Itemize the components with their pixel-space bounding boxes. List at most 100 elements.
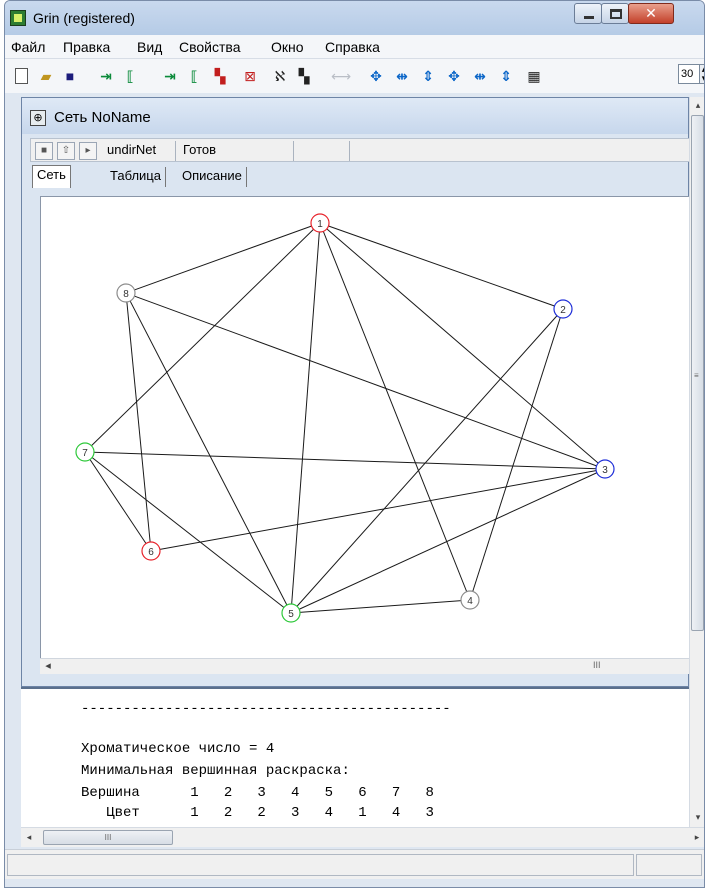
add-edge-icon[interactable]: ⟦ (126, 68, 134, 84)
graph-edge-1-3[interactable] (319, 222, 606, 470)
graph-canvas[interactable]: 1 2 3 4 5 6 7 8 (40, 196, 690, 671)
network-status-label: Готов (183, 142, 217, 157)
play-icon[interactable]: ▸ (79, 142, 97, 160)
graph-edge-1-5[interactable] (290, 222, 321, 614)
chromatic-number-line: Хроматическое число = 4 (81, 741, 275, 757)
canvas-horizontal-scrollbar[interactable]: ◂ III (40, 658, 690, 674)
scroll-down-icon[interactable]: ▾ (695, 812, 701, 822)
graph-edge-3-5[interactable] (290, 468, 606, 614)
fit-icon[interactable]: ⟷ (331, 68, 352, 84)
menu-window[interactable]: Окно (271, 39, 304, 55)
graph-node-circle[interactable] (116, 283, 136, 303)
graph-edge-6-7[interactable] (84, 451, 152, 552)
graph-node-circle[interactable] (75, 442, 95, 462)
add-node-icon[interactable]: ⇥ (100, 68, 112, 84)
menu-edit[interactable]: Правка (63, 39, 111, 55)
title-bar[interactable]: Grin (registered) ✕ (5, 1, 704, 35)
close-button[interactable]: ✕ (628, 3, 674, 24)
graph-edge-1-7[interactable] (84, 222, 321, 453)
graph-node-circle[interactable] (141, 541, 161, 561)
graph-node-circle[interactable] (310, 213, 330, 233)
menu-properties[interactable]: Свойства (179, 39, 241, 55)
menu-bar: Файл Правка Вид Свойства Окно Справка (5, 35, 704, 59)
horizontal-scroll-thumb[interactable]: III (43, 830, 173, 845)
zoom-spin-field[interactable]: 30 (678, 64, 700, 84)
graph-edge-3-6[interactable] (150, 468, 606, 552)
graph-node-circle[interactable] (595, 459, 615, 479)
menu-view[interactable]: Вид (137, 39, 163, 55)
tab-table[interactable]: Таблица (106, 167, 166, 187)
graph-edge-3-7[interactable] (84, 451, 606, 470)
graph-node-1[interactable]: 1 (310, 213, 330, 233)
network-type-label: undirNet (107, 142, 157, 157)
net-icon[interactable]: ℵ (274, 68, 286, 84)
scroll-left-icon[interactable]: ◂ (26, 832, 32, 842)
graph-node-circle[interactable] (553, 299, 573, 319)
main-toolbar: ▰ ■ ⇥ ⟦ ⇥ ⟦ ▚ ⊠ ℵ ▚ ⟷ ✥ ⇹ ⇕ ✥ ⇹ ⇕ ▦ (5, 59, 704, 93)
new-file-icon[interactable] (15, 68, 28, 84)
delete-node-icon[interactable]: ▚ (214, 68, 226, 84)
graph-edge-5-8[interactable] (125, 292, 292, 614)
scroll-right-icon[interactable]: ▸ (694, 832, 700, 842)
output-horizontal-scrollbar[interactable]: ◂ III ▸ (21, 827, 704, 847)
move-horizontal-icon[interactable]: ⇹ (396, 68, 408, 84)
status-bar (5, 849, 704, 879)
graph-edge-5-7[interactable] (84, 451, 292, 614)
scale-horizontal-icon[interactable]: ⇹ (474, 68, 486, 84)
up-arrow-icon[interactable]: ⇧ (57, 142, 75, 160)
graph-edge-2-5[interactable] (290, 308, 564, 614)
status-panel-main (7, 854, 634, 876)
graph-node-circle[interactable] (460, 590, 480, 610)
graph-node-6[interactable]: 6 (141, 541, 161, 561)
graph-edge-4-5[interactable] (290, 599, 471, 614)
graph-edge-1-2[interactable] (319, 222, 564, 310)
grid-icon[interactable]: ▦ (527, 68, 541, 84)
save-icon[interactable]: ■ (65, 68, 75, 84)
scroll-up-icon[interactable]: ▴ (695, 100, 701, 110)
graph-node-4[interactable]: 4 (460, 590, 480, 610)
tab-description[interactable]: Описание (178, 167, 247, 187)
graph-node-5[interactable]: 5 (281, 603, 301, 623)
tab-network[interactable]: Сеть (32, 165, 71, 188)
graph-edge-2-4[interactable] (469, 308, 564, 601)
graph-node-label: 7 (82, 448, 88, 459)
output-separator: ----------------------------------------… (81, 701, 451, 717)
graph-node-2[interactable]: 2 (553, 299, 573, 319)
vertical-scrollbar[interactable]: ▴ ≡ ▾ (689, 97, 704, 827)
network-icon: ⊕ (30, 110, 46, 126)
graph-edge-6-8[interactable] (125, 292, 152, 552)
insert-node-icon[interactable]: ⇥ (164, 68, 176, 84)
vertical-scroll-thumb[interactable]: ≡ (691, 115, 704, 631)
insert-edge-icon[interactable]: ⟦ (190, 68, 198, 84)
stop-icon[interactable]: ■ (35, 142, 53, 160)
child-title-bar[interactable]: ⊕ Сеть NoName (22, 98, 688, 134)
graph-node-8[interactable]: 8 (116, 283, 136, 303)
graph-svg[interactable]: 1 2 3 4 5 6 7 8 (41, 197, 690, 671)
minimize-button[interactable] (574, 3, 602, 24)
graph-node-3[interactable]: 3 (595, 459, 615, 479)
app-window: Grin (registered) ✕ Файл Правка Вид Свой… (4, 0, 705, 888)
move-all-icon[interactable]: ✥ (370, 68, 382, 84)
menu-file[interactable]: Файл (11, 39, 46, 55)
graph-edge-3-8[interactable] (125, 292, 606, 470)
open-folder-icon[interactable]: ▰ (40, 68, 52, 84)
move-vertical-icon[interactable]: ⇕ (422, 68, 434, 84)
status-panel-side (636, 854, 702, 876)
graph-edge-1-4[interactable] (319, 222, 471, 601)
menu-help[interactable]: Справка (325, 39, 380, 55)
graph-node-circle[interactable] (281, 603, 301, 623)
child-window-title: Сеть NoName (54, 109, 151, 126)
scroll-left-icon[interactable]: ◂ (45, 660, 51, 672)
graph-node-label: 5 (288, 609, 294, 620)
graph-node-7[interactable]: 7 (75, 442, 95, 462)
graph-edge-1-8[interactable] (125, 222, 321, 294)
scale-vertical-icon[interactable]: ⇕ (500, 68, 512, 84)
delete-icon[interactable]: ⊠ (244, 68, 256, 84)
zoom-spin-button[interactable]: ▴▾ (699, 64, 704, 84)
maximize-button[interactable] (601, 3, 629, 24)
minimize-icon (584, 16, 594, 19)
graph-node-label: 1 (317, 219, 323, 230)
node-property-icon[interactable]: ▚ (298, 68, 310, 84)
scale-all-icon[interactable]: ✥ (448, 68, 460, 84)
scroll-grip-icon: III (593, 660, 601, 670)
